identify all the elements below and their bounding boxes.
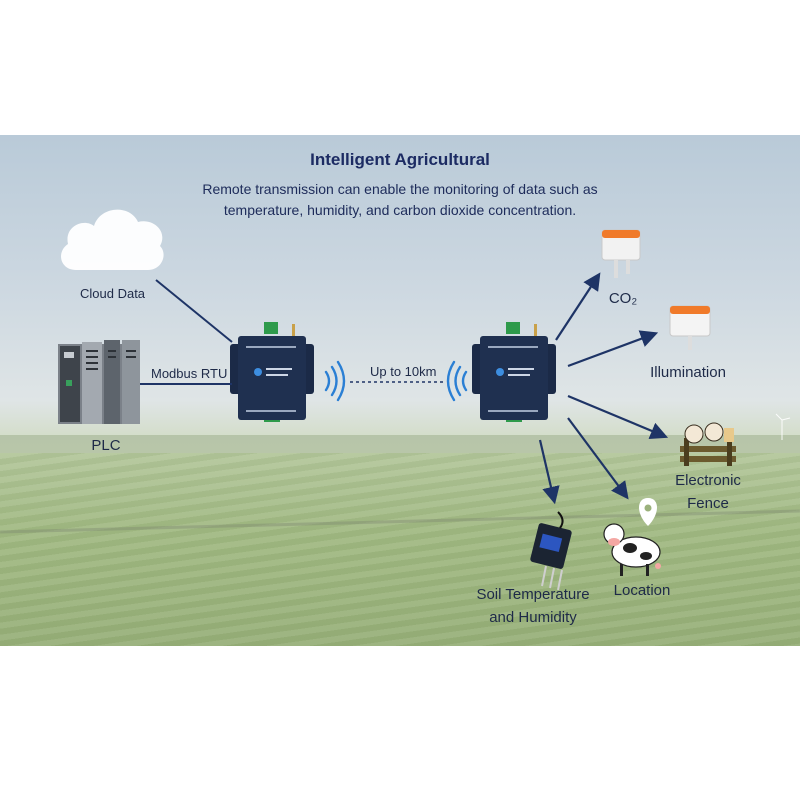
wifi-signal-left-icon [324, 360, 346, 402]
illumination-label: Illumination [650, 364, 726, 381]
electronic-fence-icon [680, 422, 736, 466]
arrow-to-fence [567, 394, 669, 440]
plc-device-icon [58, 340, 140, 424]
arrow-to-co2 [555, 272, 601, 341]
location-pin-icon [639, 498, 657, 526]
arrow-to-soil [538, 439, 560, 505]
cloud-icon [61, 209, 164, 270]
diagram-title: Intelligent Agricultural [310, 150, 490, 169]
fence-label-line-2: Fence [687, 495, 729, 512]
cloud-link-line [155, 279, 233, 343]
grass-field [0, 453, 800, 646]
lora-gateway-right-icon [472, 322, 556, 422]
cow-icon [603, 523, 661, 576]
co2-label: CO₂ [608, 290, 638, 307]
soil-label-line-1: Soil Temperature [476, 586, 590, 603]
lora-gateway-left-icon [230, 322, 314, 422]
arrow-to-illumination [567, 330, 659, 368]
diagram-subtitle-line-1: Remote transmission can enable the monit… [202, 181, 598, 197]
plc-label: PLC [91, 437, 121, 454]
co2-sensor-icon [601, 229, 641, 278]
arrow-to-location [567, 417, 629, 500]
wind-turbine-icon [775, 413, 791, 440]
cloud-data-label: Cloud Data [80, 286, 146, 301]
soil-label-line-2: and Humidity [489, 609, 577, 626]
soil-sensor-icon [530, 511, 572, 591]
illumination-sensor-icon [669, 305, 711, 350]
diagram-subtitle-line-2: temperature, humidity, and carbon dioxid… [223, 202, 577, 218]
wifi-signal-right-icon [446, 360, 468, 402]
location-label: Location [613, 582, 671, 599]
fence-label-line-1: Electronic [675, 472, 741, 489]
modbus-rtu-label: Modbus RTU [151, 366, 228, 381]
range-label: Up to 10km [370, 364, 437, 379]
